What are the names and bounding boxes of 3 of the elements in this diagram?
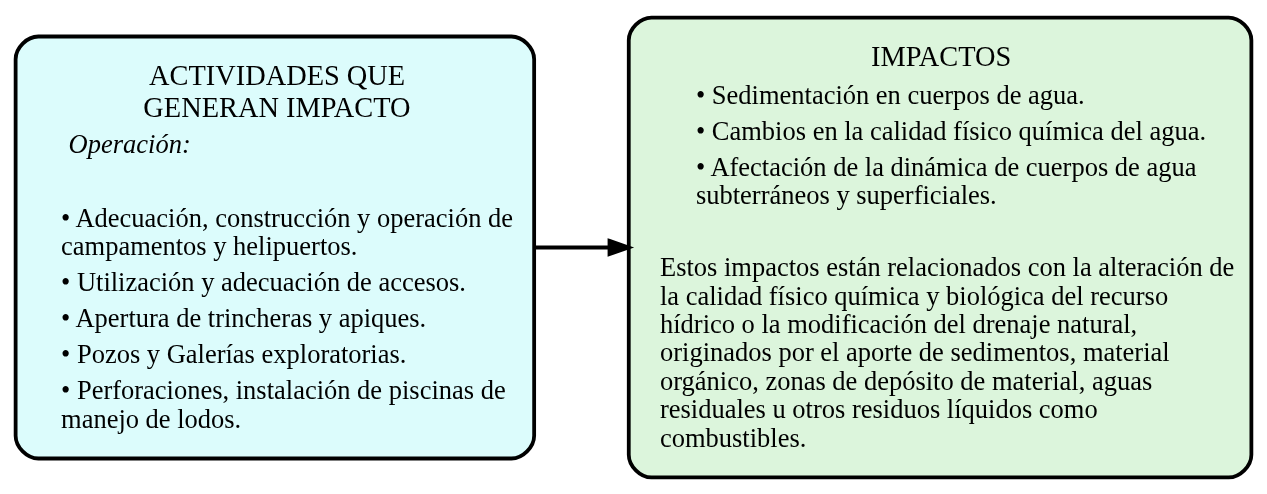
node-box: ACTIVIDADES QUE GENERAN IMPACTO Operación: • Adecuación, construcción y operación de campamentos y helipuertos. • Utilización y adecuación de accesos. • Apertura de trincheras y apiques. • Pozos y Galerías exploratorias. • Perforaciones, instalación de piscinas de manejo de lodos. (13, 34, 537, 460)
arrow (534, 237, 635, 257)
node-box: IMPACTOS • Sedimentación en cuerpos de agua. • Cambios en la calidad físico química del agua. • Afectación de la dinámica de cuerpos de agua subterráneos y superficiales. Estos impactos están relacionados con la alteración de la calidad físico química y biológica del recurso hídrico o la modificación del drenaje natural, originados por el aporte de sedimentos, material orgánico, zonas de depósito de material, aguas residuales u otros residuos líquidos como combustibles. (626, 15, 1254, 479)
